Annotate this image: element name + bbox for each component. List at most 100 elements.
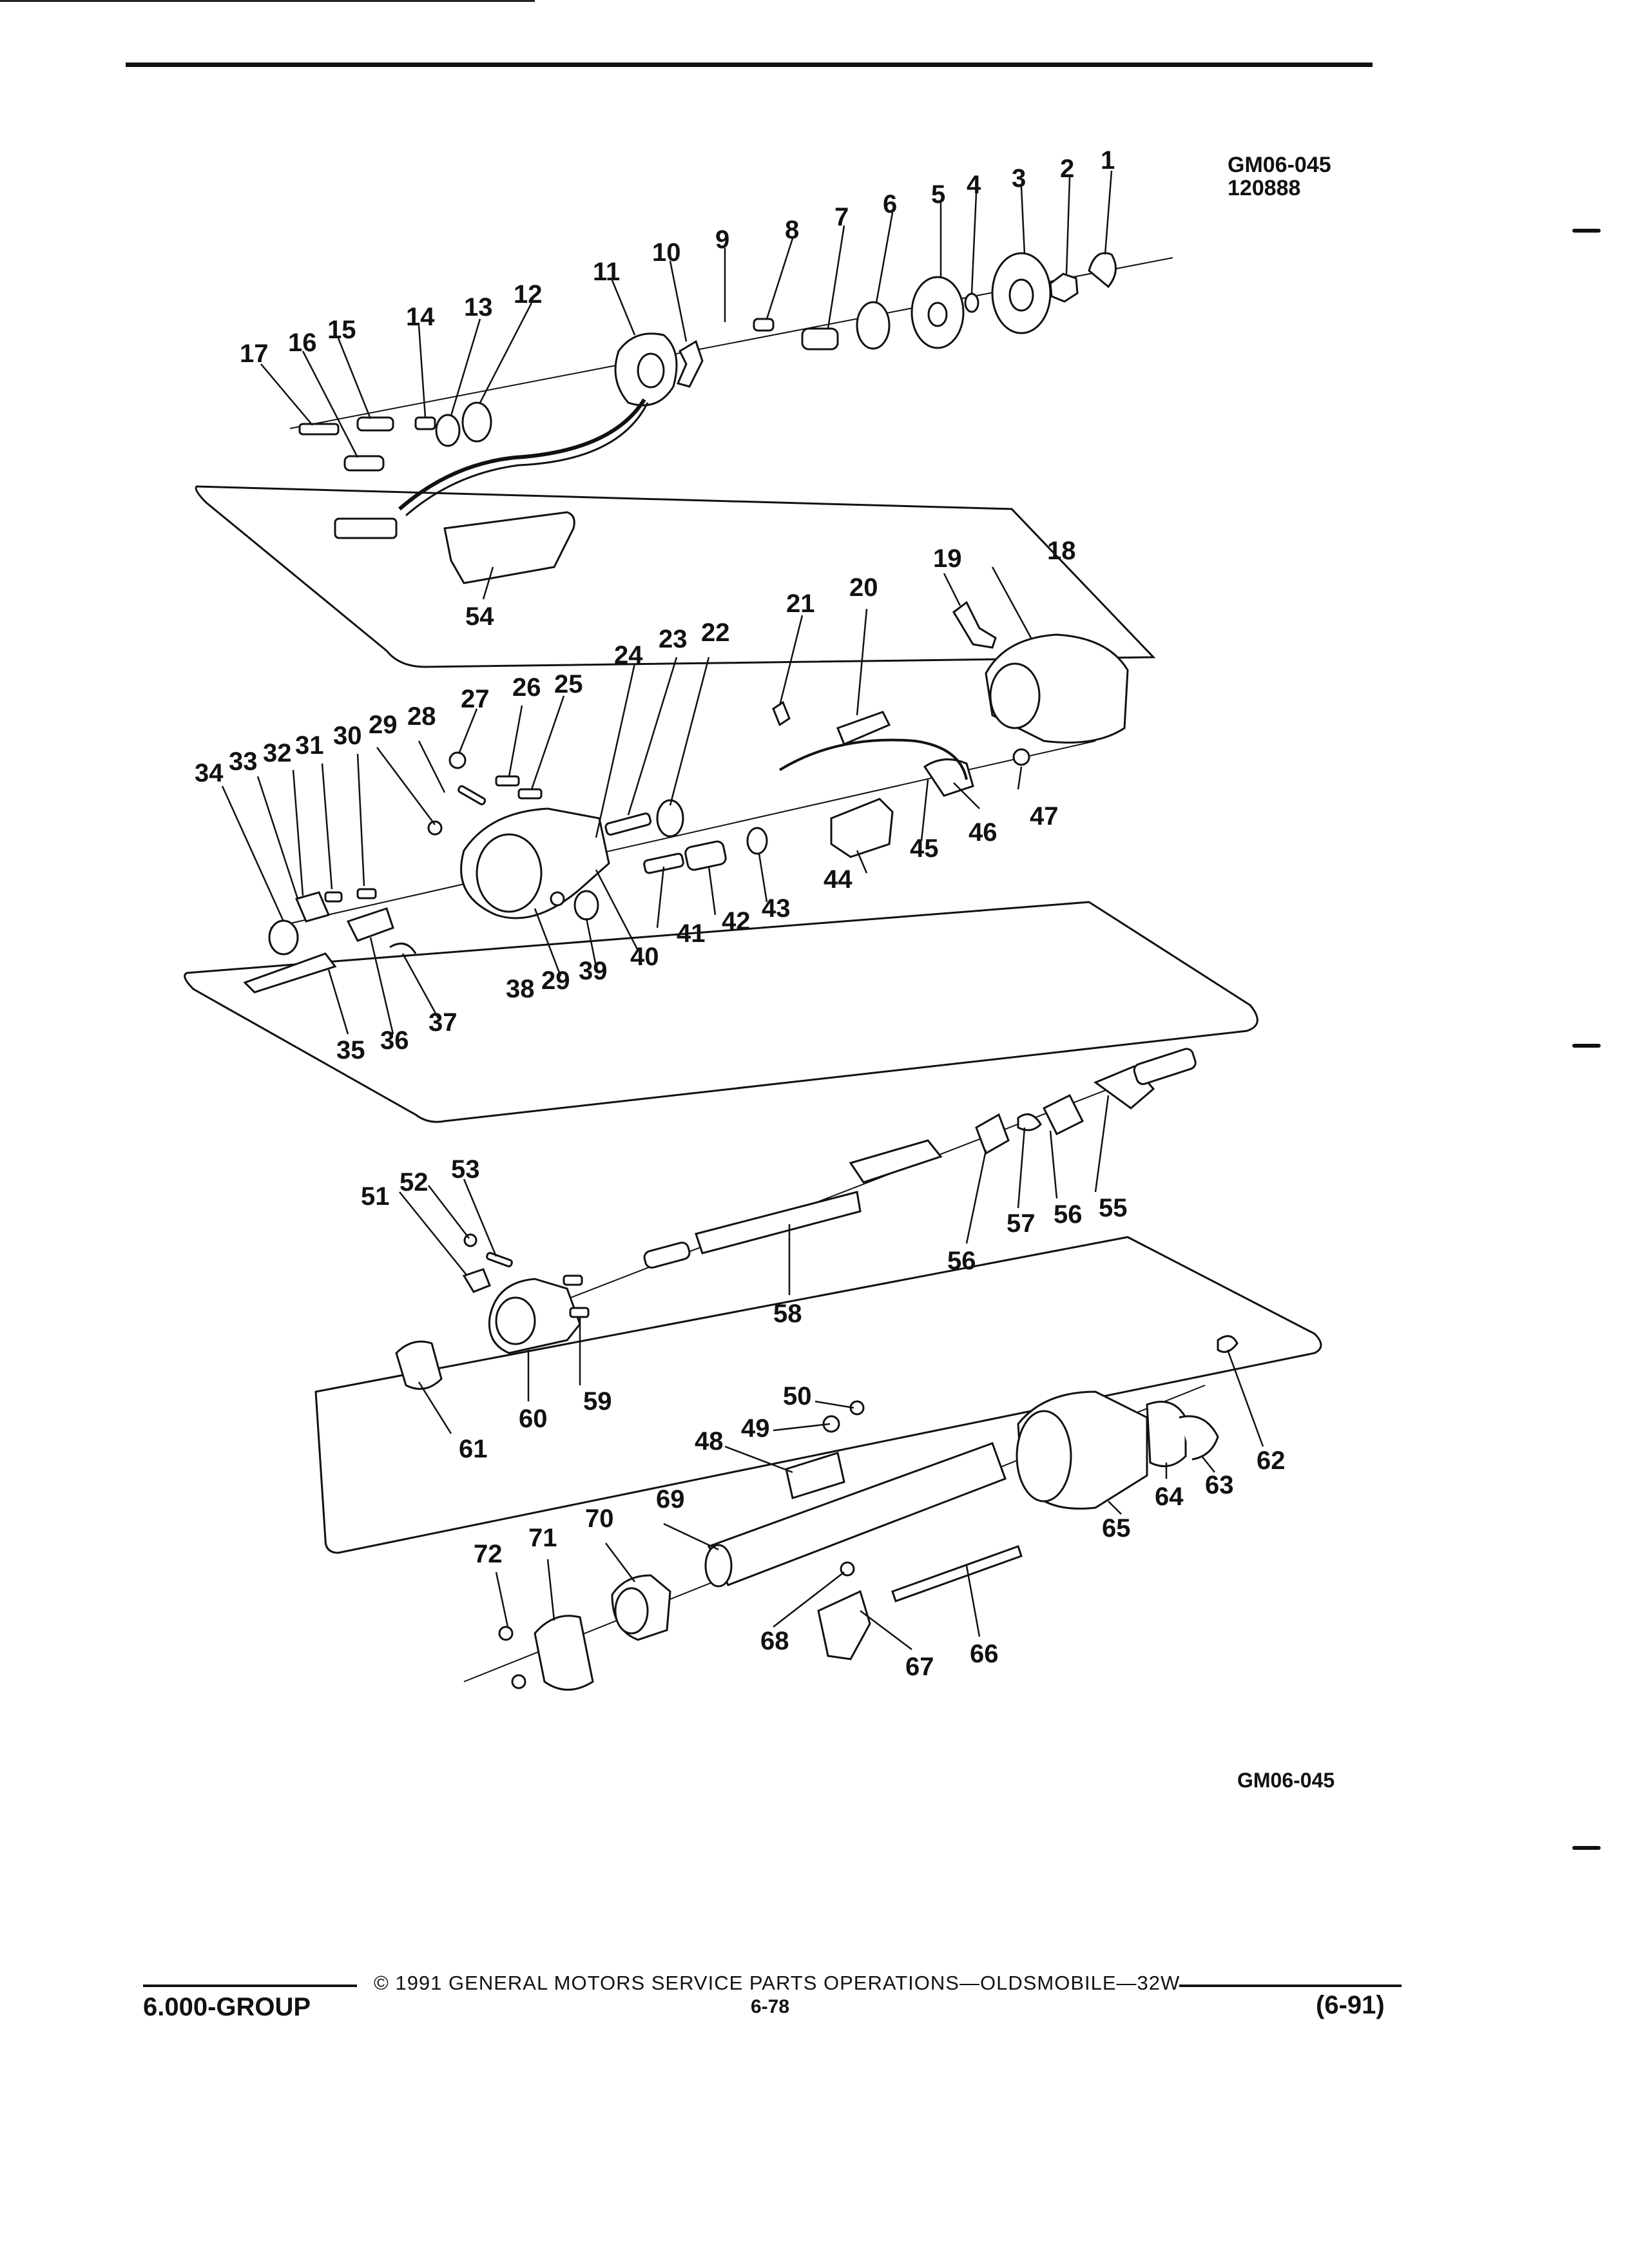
callout-label: 9 [715, 226, 729, 254]
part-30 [356, 888, 377, 899]
header-rule [126, 62, 1373, 67]
part-69 [707, 1442, 1007, 1586]
footer-rule-right [1179, 1984, 1402, 1987]
part-64 [1146, 1401, 1187, 1468]
part-67 [817, 1590, 871, 1660]
callout-label: 61 [459, 1435, 488, 1463]
margin-mark [1572, 229, 1601, 233]
callout-label: 49 [741, 1414, 770, 1443]
part-1 [1088, 252, 1117, 289]
callout-label: 43 [762, 894, 791, 923]
scan-edge-rule [0, 0, 535, 2]
part-31 [324, 891, 343, 903]
part-36 [346, 907, 394, 942]
callout-label: 13 [464, 293, 493, 322]
part-8 [753, 318, 775, 332]
part-66 [891, 1545, 1023, 1602]
panel-2-outline [184, 901, 1258, 1123]
callout-label: 19 [933, 544, 962, 573]
callout-label: 64 [1155, 1483, 1184, 1511]
callout-label: 18 [1047, 537, 1076, 565]
callout-label: 55 [1099, 1194, 1128, 1222]
callout-label: 25 [554, 670, 583, 698]
callout-label: 58 [773, 1300, 802, 1328]
part-26 [495, 775, 520, 787]
callout-label: 56 [947, 1247, 976, 1275]
part-14 [414, 416, 436, 430]
part-47 [1012, 748, 1030, 766]
callout-label: 14 [406, 303, 435, 331]
callout-label: 20 [849, 573, 878, 602]
callout-labels: 1 2 3 4 5 6 7 8 9 10 11 12 13 14 15 16 1… [195, 146, 1286, 1681]
callout-label: 11 [593, 258, 620, 286]
callout-label: 1 [1101, 146, 1115, 175]
part-53 [486, 1252, 513, 1267]
footer-group: 6.000-GROUP [143, 1993, 311, 2021]
callout-label: 29 [369, 711, 398, 739]
part-16 [343, 455, 385, 472]
callout-label: 10 [652, 238, 681, 267]
callout-label: 32 [263, 739, 292, 767]
axis-line-3 [502, 1056, 1193, 1325]
callout-label: 71 [528, 1524, 557, 1552]
callout-label: 62 [1257, 1446, 1286, 1475]
part-17 [298, 423, 340, 436]
callout-label: 52 [400, 1168, 429, 1196]
part-52 [463, 1233, 477, 1247]
part-71 [534, 1615, 594, 1691]
callout-label: 51 [361, 1182, 390, 1211]
callout-label: 22 [701, 619, 730, 647]
callout-label: 7 [834, 203, 849, 231]
part-22 [656, 799, 684, 838]
part-72a [498, 1626, 514, 1641]
margin-mark [1572, 1044, 1601, 1048]
exploded-parts-diagram: 1 2 3 4 5 6 7 8 9 10 11 12 13 14 15 16 1… [184, 146, 1322, 1691]
callout-label: 44 [824, 865, 853, 894]
callout-label: 42 [722, 907, 751, 936]
part-6 [856, 301, 891, 350]
callout-label: 56 [1054, 1200, 1083, 1229]
callout-label: 48 [695, 1427, 724, 1456]
part-59 [569, 1307, 590, 1318]
part-29b [550, 891, 565, 907]
part-63 [1179, 1415, 1219, 1461]
part-21 [772, 700, 791, 727]
callout-label: 24 [614, 641, 643, 669]
shaft-upper [849, 1139, 943, 1184]
callout-label: 33 [229, 747, 258, 776]
part-39 [574, 890, 599, 921]
figure-id-bottom: GM06-045 [1237, 1769, 1335, 1792]
callout-label: 53 [451, 1155, 480, 1184]
part-12 [461, 401, 492, 443]
footer-rule-left [143, 1984, 357, 1987]
callout-label: 38 [506, 975, 535, 1003]
callout-label: 17 [240, 340, 269, 368]
callout-label: 6 [883, 190, 897, 218]
callout-label: 21 [786, 590, 815, 618]
part-42 [684, 840, 727, 871]
part-46 [923, 758, 974, 797]
part-23 [604, 812, 652, 836]
callout-label: 45 [910, 834, 939, 863]
callout-label: 63 [1205, 1471, 1234, 1499]
part-10 [676, 340, 704, 388]
callout-label: 70 [585, 1504, 614, 1533]
part-41 [643, 852, 684, 874]
callout-label: 57 [1007, 1209, 1036, 1238]
part-51 [462, 1268, 491, 1293]
callout-label: 12 [514, 280, 543, 309]
figure-id-block: GM06-045 120888 [1228, 153, 1331, 200]
callout-label: 72 [474, 1540, 503, 1568]
callout-label: 4 [967, 171, 981, 199]
part-25 [517, 788, 543, 800]
margin-mark [1572, 1846, 1601, 1850]
figure-code: 120888 [1228, 176, 1301, 200]
callout-label: 36 [380, 1026, 409, 1055]
callout-label: 67 [905, 1653, 934, 1681]
footer-date: (6-91) [1316, 1991, 1385, 2019]
part-2 [1049, 273, 1079, 303]
callout-label: 54 [465, 602, 494, 631]
footer-page-number: 6-78 [751, 1996, 790, 2017]
part-29a [427, 820, 443, 836]
callout-label: 46 [969, 818, 998, 847]
